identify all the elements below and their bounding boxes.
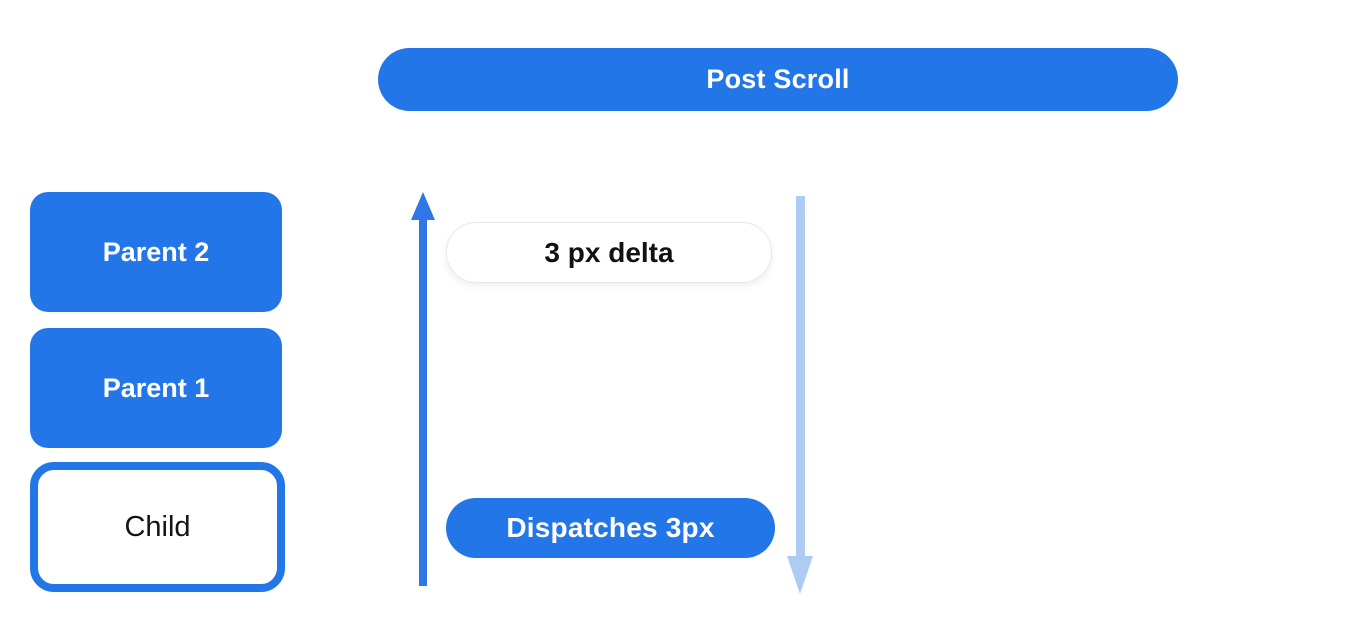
up-arrow-icon (411, 192, 435, 586)
post-scroll-label: Post Scroll (706, 64, 850, 94)
parent-2-label: Parent 2 (102, 236, 210, 267)
dispatches-pill: Dispatches 3px (446, 498, 775, 558)
parent-1-label: Parent 1 (102, 372, 210, 403)
post-scroll-pill: Post Scroll (378, 48, 1178, 111)
down-arrow-icon (787, 196, 813, 594)
delta-pill: 3 px delta (446, 222, 772, 283)
dispatches-label: Dispatches 3px (506, 512, 715, 543)
child-box: Child (30, 462, 285, 592)
child-label: Child (124, 510, 191, 543)
delta-label: 3 px delta (544, 236, 674, 268)
parent-2-box: Parent 2 (30, 192, 282, 312)
parent-1-box: Parent 1 (30, 328, 282, 448)
